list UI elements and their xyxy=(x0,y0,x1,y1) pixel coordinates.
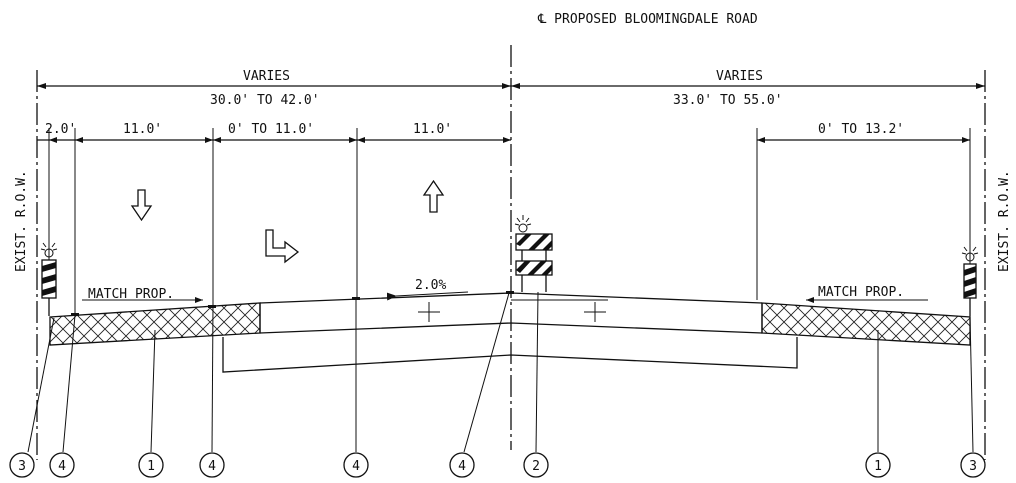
right-range-label: 33.0' TO 55.0' xyxy=(673,93,783,108)
centerline-title: ℄ PROPOSED BLOOMINGDALE ROAD xyxy=(537,12,758,27)
callout-1: 1 xyxy=(138,452,164,478)
svg-text:1: 1 xyxy=(874,459,882,474)
svg-text:4: 4 xyxy=(58,459,66,474)
left-varies-label: VARIES xyxy=(243,69,290,84)
pavement-section xyxy=(49,292,971,373)
dim-lane2-label: 11.0' xyxy=(413,122,452,137)
match-prop-left: MATCH PROP. xyxy=(88,287,174,302)
barricade-icon xyxy=(515,233,553,292)
right-varies-label: VARIES xyxy=(716,69,763,84)
dim-arrow xyxy=(205,137,213,143)
dim-arrow xyxy=(357,137,365,143)
dim-arrow xyxy=(502,83,511,89)
leader-line xyxy=(62,314,76,453)
slope-label: 2.0% xyxy=(415,278,446,293)
barricade-icon xyxy=(41,259,57,316)
svg-text:2: 2 xyxy=(532,459,540,474)
pavement-bottom xyxy=(259,322,763,334)
callout-2: 2 xyxy=(523,452,549,478)
svg-text:3: 3 xyxy=(18,459,26,474)
warning-light-icon xyxy=(40,240,58,258)
dim-arrow xyxy=(75,137,83,143)
svg-text:4: 4 xyxy=(458,459,466,474)
dim-arrow xyxy=(962,137,970,143)
match-prop-right: MATCH PROP. xyxy=(818,285,904,300)
hatched-match-right xyxy=(761,302,971,346)
dim-arrow xyxy=(49,137,57,143)
base-course xyxy=(222,337,798,373)
svg-text:1: 1 xyxy=(147,459,155,474)
left-range-label: 30.0' TO 42.0' xyxy=(210,93,320,108)
callout-4: 4 xyxy=(199,452,225,478)
svg-text:4: 4 xyxy=(352,459,360,474)
callout-3: 3 xyxy=(960,452,986,478)
dim-arrow xyxy=(757,137,765,143)
callout-1: 1 xyxy=(865,452,891,478)
leader-line xyxy=(211,304,214,453)
dim-shoulder-label: 2.0' xyxy=(45,122,76,137)
row-label-left: EXIST. R.O.W. xyxy=(14,170,29,272)
dim-arrow xyxy=(511,83,520,89)
leader-line xyxy=(463,292,510,453)
dim-widen-label: 0' TO 13.2' xyxy=(818,122,904,137)
barricade-icon xyxy=(963,263,977,316)
dim-arrow xyxy=(349,137,357,143)
svg-text:4: 4 xyxy=(208,459,216,474)
row-label-right: EXIST. R.O.W. xyxy=(997,170,1012,272)
up-arrow-icon xyxy=(422,179,445,213)
turn-right-arrow-icon xyxy=(265,229,300,264)
dim-turn-label: 0' TO 11.0' xyxy=(228,122,314,137)
callout-4: 4 xyxy=(449,452,475,478)
leader-line xyxy=(27,317,55,453)
callout-3: 3 xyxy=(9,452,35,478)
down-arrow-icon xyxy=(130,189,153,222)
dim-arrow xyxy=(503,137,511,143)
dim-arrow xyxy=(213,137,221,143)
svg-text:3: 3 xyxy=(969,459,977,474)
slope-arrow xyxy=(386,291,469,301)
warning-light-icon xyxy=(961,244,979,262)
warning-light-icon xyxy=(514,215,532,233)
callout-4: 4 xyxy=(49,452,75,478)
leader-line xyxy=(535,291,539,453)
leader-line xyxy=(150,329,156,453)
leader-line xyxy=(969,315,974,453)
dim-arrow xyxy=(976,83,985,89)
dim-lane1-label: 11.0' xyxy=(123,122,162,137)
callout-4: 4 xyxy=(343,452,369,478)
dim-arrow xyxy=(37,83,46,89)
